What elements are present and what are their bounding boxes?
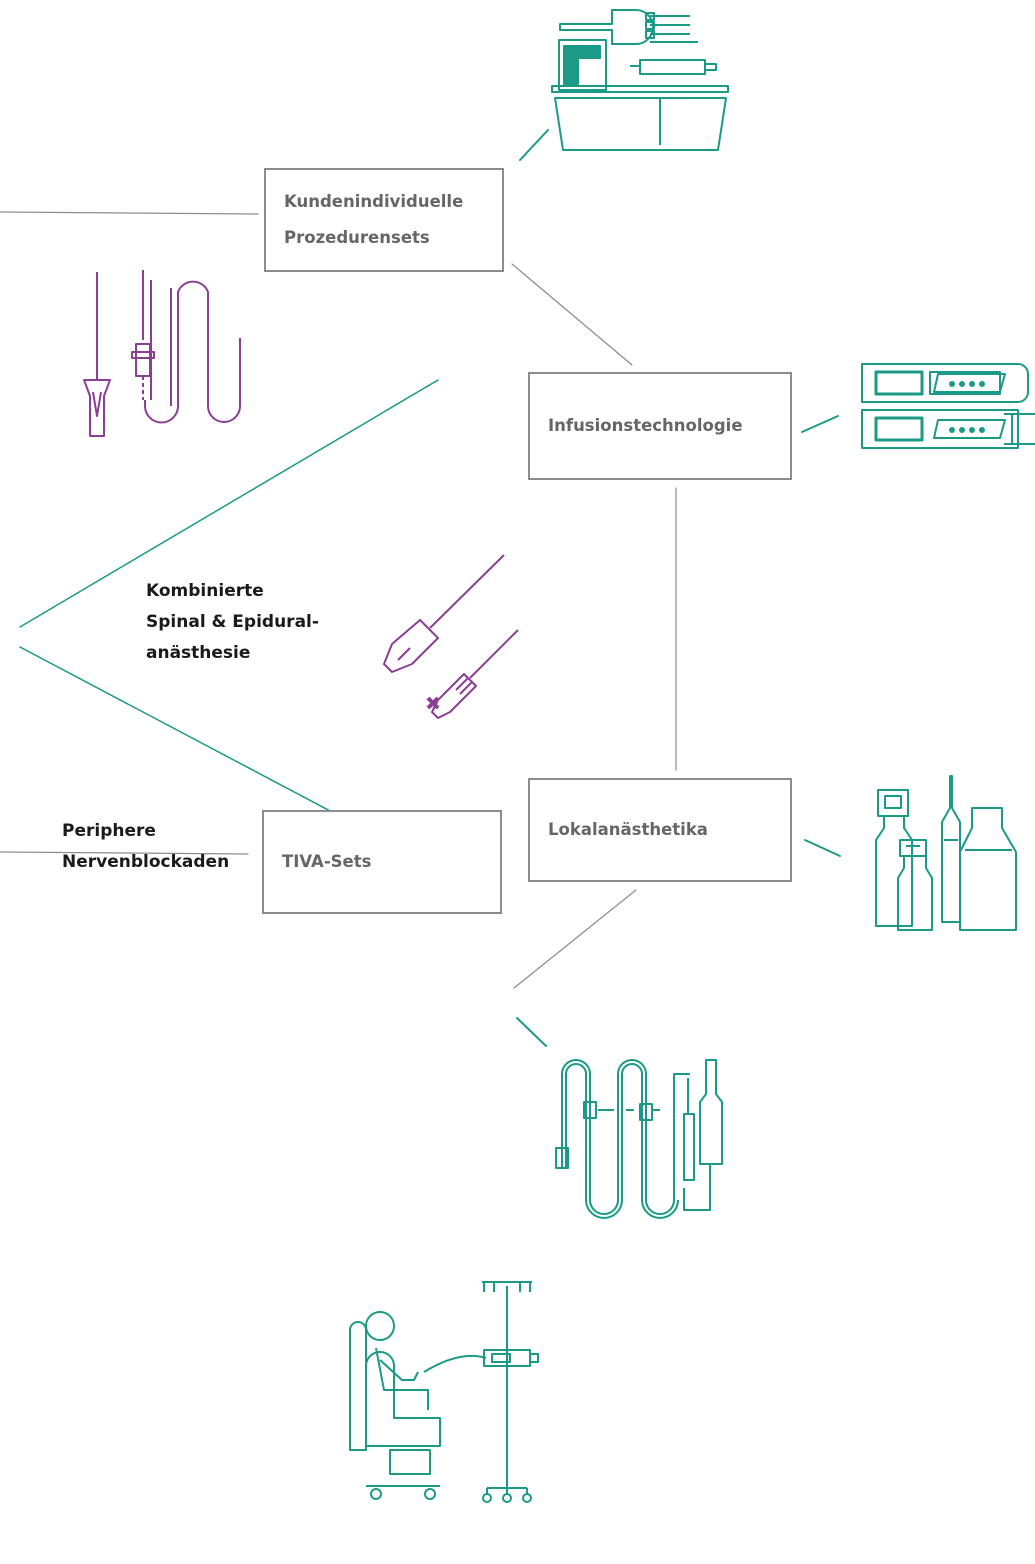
node-infusion: Infusionstechnologie bbox=[528, 372, 792, 480]
epidural-catheter-icon bbox=[83, 270, 241, 437]
icon-tick-infusion bbox=[801, 415, 839, 433]
node-local-anesthetics-label: Lokalanästhetika bbox=[548, 820, 708, 839]
node-procedure-sets: Kundenindividuelle Prozedurensets bbox=[264, 168, 504, 272]
label-combined-anesthesia: Kombinierte Spinal & Epidural- anästhesi… bbox=[146, 576, 319, 669]
tiva-set-tubing-icon bbox=[555, 1059, 723, 1219]
connector-local-tiva bbox=[513, 889, 637, 989]
icon-tick-procedure bbox=[519, 129, 549, 161]
node-infusion-label: Infusionstechnologie bbox=[548, 416, 743, 435]
label-combined-line1: Kombinierte bbox=[146, 581, 264, 601]
label-peripheral-line2: Nervenblockaden bbox=[62, 852, 230, 872]
node-procedure-sets-line1: Kundenindividuelle bbox=[284, 192, 464, 211]
connector-lines bbox=[0, 129, 841, 1047]
procedure-tray-icon bbox=[551, 9, 729, 151]
connector-upper-diagonal bbox=[19, 379, 439, 628]
connector-procedure-infusion bbox=[511, 263, 633, 366]
label-peripheral-blocks: Periphere Nervenblockaden bbox=[62, 816, 229, 878]
anesthetic-vials-icon bbox=[875, 775, 1017, 931]
node-local-anesthetics: Lokalanästhetika bbox=[528, 778, 792, 882]
icon-tick-tiva bbox=[516, 1017, 547, 1047]
connector-left-tiva bbox=[0, 851, 249, 855]
node-tiva: TIVA-Sets bbox=[262, 810, 502, 914]
cse-needles-icon bbox=[383, 554, 519, 719]
infusion-pump-icon bbox=[861, 363, 1035, 449]
icon-tick-local bbox=[804, 839, 841, 857]
label-combined-line3: anästhesie bbox=[146, 643, 251, 663]
label-combined-line2: Spinal & Epidural- bbox=[146, 612, 319, 632]
patient-infusion-icon bbox=[349, 1281, 539, 1503]
label-peripheral-line1: Periphere bbox=[62, 821, 156, 841]
connector-left-procedure bbox=[0, 211, 259, 215]
node-procedure-sets-line2: Prozedurensets bbox=[284, 228, 430, 247]
node-tiva-label: TIVA-Sets bbox=[282, 852, 372, 871]
